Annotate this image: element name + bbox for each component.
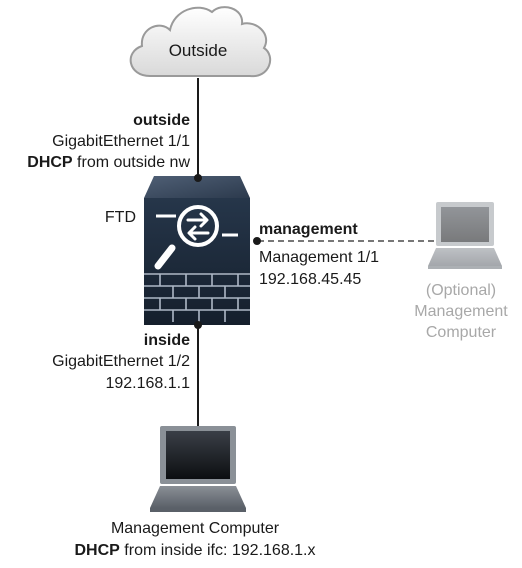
management-computer-address-detail: from inside ifc: 192.168.1.x (119, 542, 316, 559)
management-laptop-icon (150, 426, 246, 512)
inside-port-dot (194, 321, 202, 329)
optional-laptop-icon (428, 202, 502, 269)
outside-address: DHCP from outside nw (0, 153, 190, 173)
outside-cloud-icon (129, 6, 272, 78)
management-interface-ip: 192.168.45.45 (259, 271, 362, 288)
outside-interface-name: outside (133, 112, 190, 129)
management-computer-label: Management Computer (110, 520, 280, 537)
inside-interface-name: inside (143, 332, 190, 349)
ftd-firewall-icon (144, 176, 250, 325)
management-computer-address-mode: DHCP (74, 542, 120, 559)
inside-interface-port: GigabitEthernet 1/2 (52, 353, 190, 370)
ftd-label: FTD (104, 209, 136, 226)
optional-computer-line2: Management (414, 303, 508, 320)
outside-address-mode: DHCP (27, 154, 73, 171)
outside-interface-port: GigabitEthernet 1/1 (52, 133, 190, 150)
management-port-dot (253, 237, 261, 245)
optional-computer-line3: Computer (425, 324, 497, 341)
inside-interface-ip: 192.168.1.1 (105, 375, 190, 392)
cloud-label: Outside (168, 41, 228, 60)
management-interface-name: management (259, 221, 358, 238)
management-interface-port: Management 1/1 (259, 249, 380, 266)
management-computer-address: DHCP from inside ifc: 192.168.1.x (0, 541, 390, 561)
optional-computer-line1: (Optional) (425, 282, 497, 299)
outside-port-dot (194, 174, 202, 182)
outside-address-detail: from outside nw (72, 154, 190, 171)
